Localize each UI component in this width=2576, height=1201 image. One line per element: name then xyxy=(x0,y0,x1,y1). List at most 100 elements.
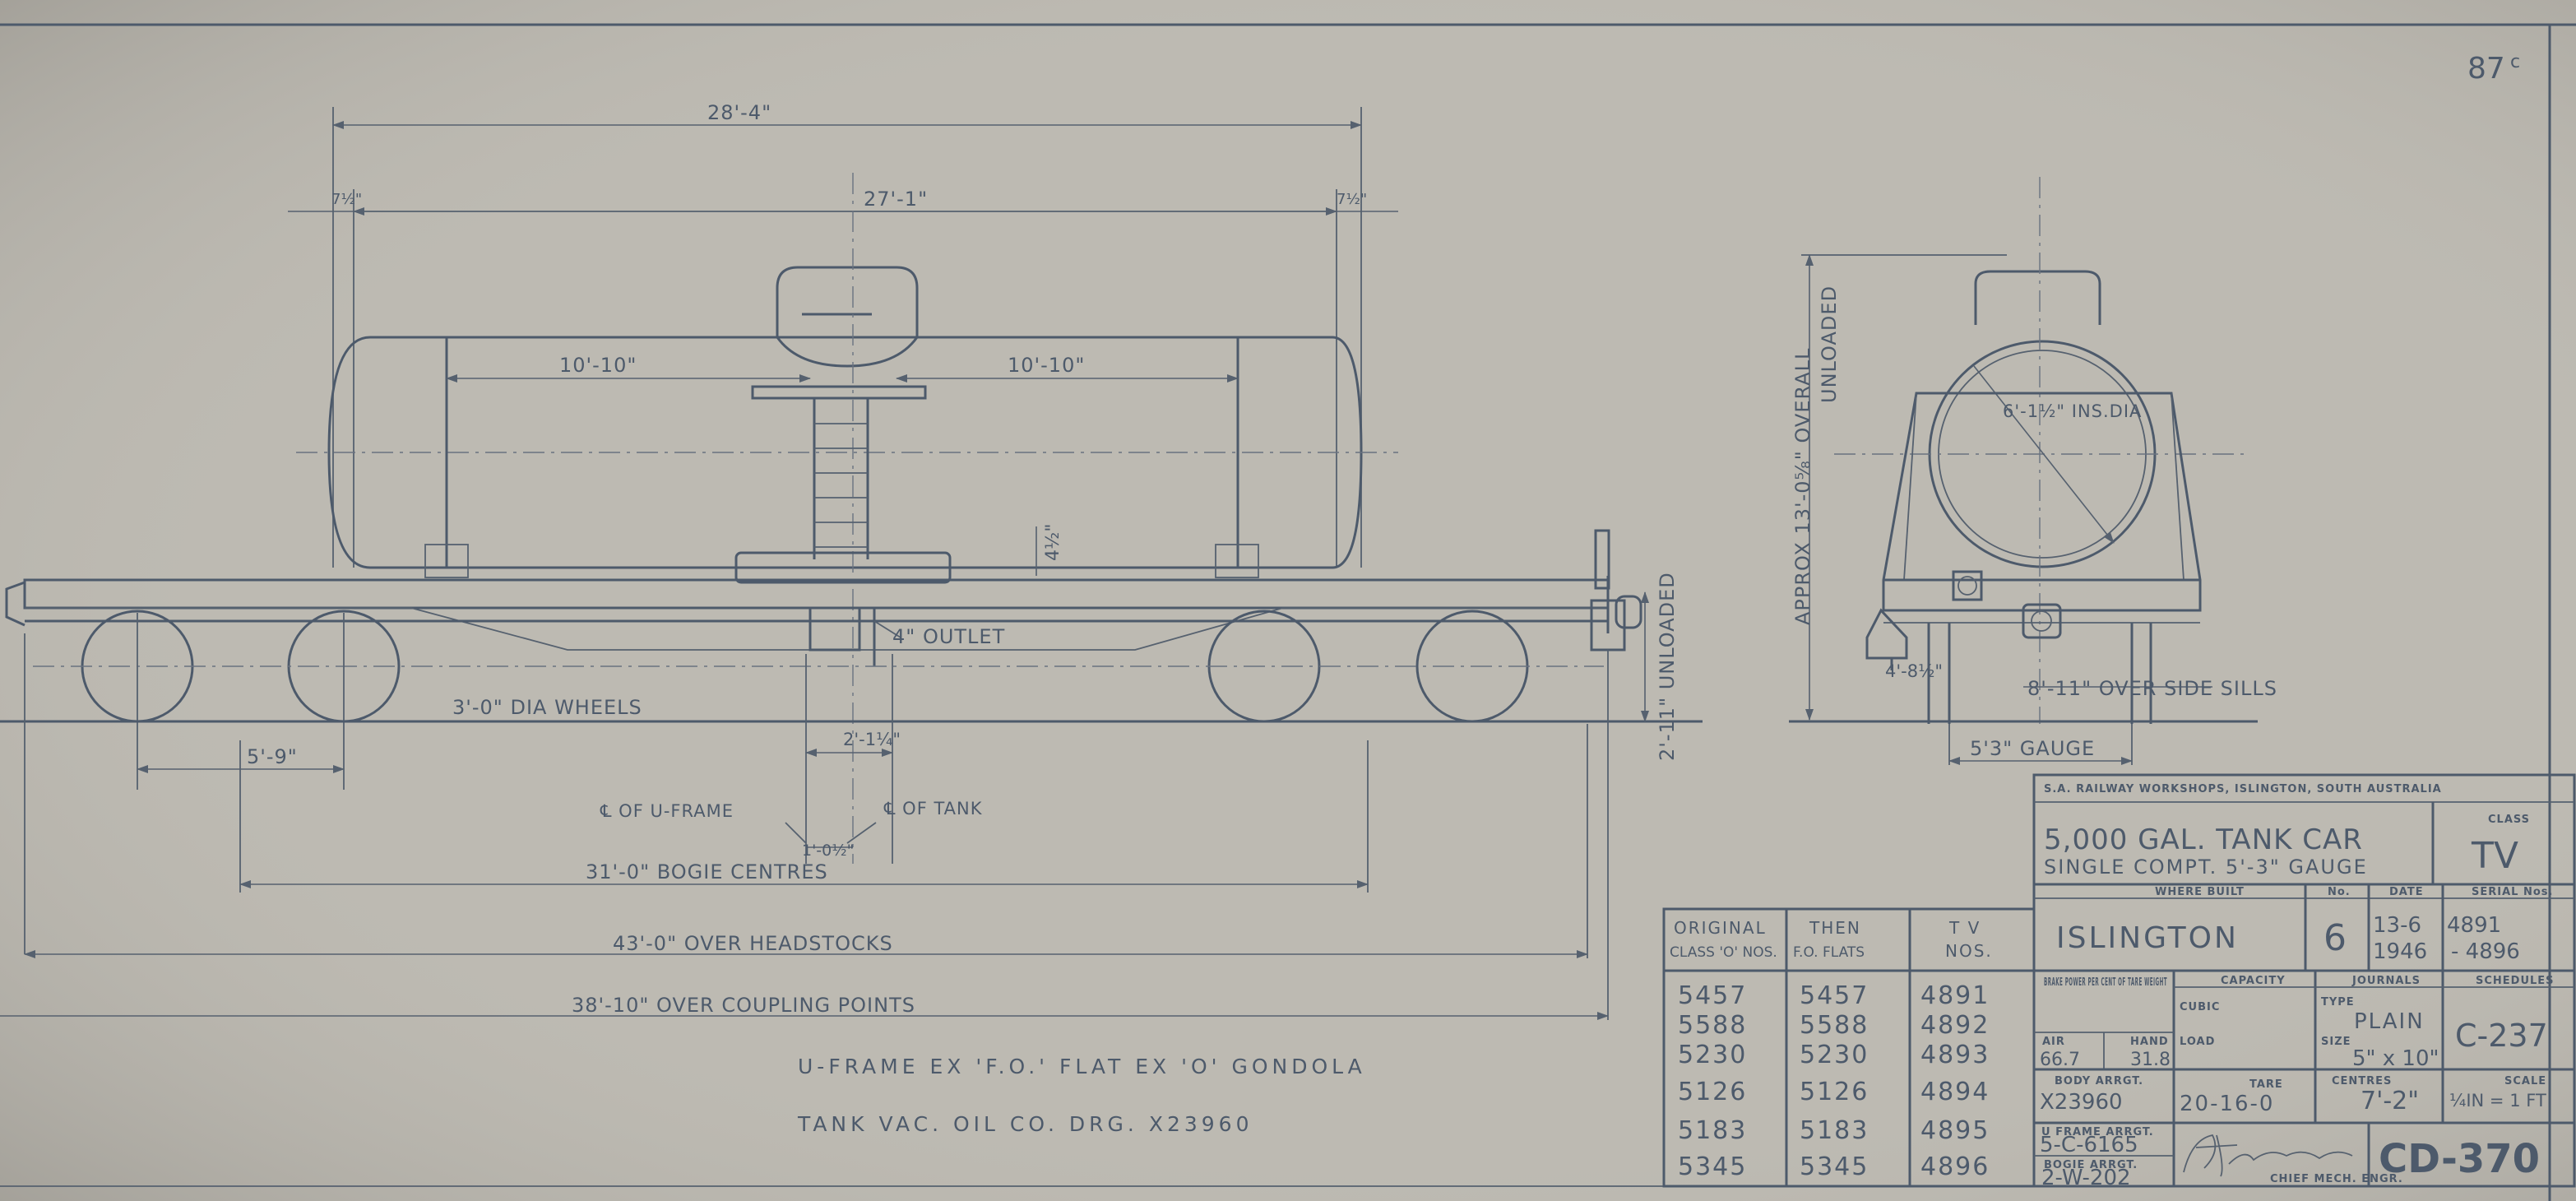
centreline-offset-label: 1'-0½" xyxy=(802,842,854,860)
cell-original: 5457 xyxy=(1678,981,1747,1010)
table-row: 5126 5126 4894 xyxy=(1678,1078,1990,1106)
uframe-arrgt-value: 5-C-6165 xyxy=(2040,1133,2138,1157)
overall-length-label: 28'-4" xyxy=(707,101,771,124)
numbers-header-original-sub: CLASS 'O' NOS. xyxy=(1670,944,1777,961)
where-built-value: ISLINGTON xyxy=(2056,921,2239,955)
wheel-diameter-label: 3'-0" DIA WHEELS xyxy=(452,696,642,719)
hand-label: HAND xyxy=(2130,1036,2169,1048)
air-label: AIR xyxy=(2042,1036,2065,1048)
tare-label: TARE xyxy=(2249,1078,2283,1091)
numbers-table: ORIGINAL CLASS 'O' NOS. THEN F.O. FLATS … xyxy=(1662,781,2036,1188)
scale-label: SCALE xyxy=(2504,1075,2546,1087)
band-spacing-left-label: 10'-10" xyxy=(559,354,637,377)
cell-then: 5230 xyxy=(1800,1041,1869,1069)
tank-barrel xyxy=(327,336,1363,569)
cubic-label: CUBIC xyxy=(2180,1001,2220,1013)
cell-tv: 4895 xyxy=(1920,1116,1990,1145)
unloaded-height-label: 2'-11" UNLOADED xyxy=(1656,572,1679,761)
numbers-header-then-sub: F.O. FLATS xyxy=(1793,944,1865,961)
cell-original: 5345 xyxy=(1678,1152,1747,1181)
hand-value: 31.8 xyxy=(2130,1050,2171,1070)
note-line-2: TANK VAC. OIL CO. DRG. X23960 xyxy=(797,1112,1253,1136)
type-label: TYPE xyxy=(2321,996,2355,1009)
step-height-label: 4'-8½" xyxy=(1885,661,1943,681)
numbers-header-original: ORIGINAL xyxy=(1674,918,1767,938)
journal-size: 5" x 10" xyxy=(2352,1046,2439,1071)
uframe-centreline-label: ℄ OF U-FRAME xyxy=(600,801,734,821)
numbers-header-tv: T V xyxy=(1948,918,1981,938)
numbers-header-then: THEN xyxy=(1809,918,1861,938)
cell-original: 5126 xyxy=(1678,1078,1747,1106)
where-built-label: WHERE BUILT xyxy=(2155,886,2245,898)
over-coupling-points-label: 38'-10" OVER COUPLING POINTS xyxy=(572,994,915,1017)
cell-original: 5230 xyxy=(1678,1041,1747,1069)
gauge-label: 5'3" GAUGE xyxy=(1970,737,2095,760)
cell-then: 5457 xyxy=(1800,981,1869,1010)
page-number: 87 xyxy=(2467,52,2505,86)
drawing-subtitle: SINGLE COMPT. 5'-3" GAUGE xyxy=(2044,856,2368,879)
side-elevation: 28'-4" 27'-1" 7½" 7½" 10'-10" 10'-10" xyxy=(0,101,1703,1020)
title-block: S.A. RAILWAY WORKSHOPS, ISLINGTON, SOUTH… xyxy=(2032,773,2576,1190)
bogie-arrgt-label: BOGIE ARRGT. xyxy=(2044,1159,2138,1171)
scale-value: ¼IN = 1 FT xyxy=(2449,1091,2546,1111)
title-block-header: S.A. RAILWAY WORKSHOPS, ISLINGTON, SOUTH… xyxy=(2044,783,2442,795)
date-label: DATE xyxy=(2389,886,2424,898)
over-headstocks-label: 43'-0" OVER HEADSTOCKS xyxy=(613,932,893,955)
class-label: CLASS xyxy=(2488,814,2530,826)
load-label: LOAD xyxy=(2180,1036,2215,1048)
journal-type: PLAIN xyxy=(2354,1009,2425,1034)
quantity-value: 6 xyxy=(2323,917,2347,959)
capacity-label: CAPACITY xyxy=(2221,975,2286,987)
table-row: 5345 5345 4896 xyxy=(1678,1152,1990,1181)
uframe-arrgt-label: U FRAME ARRGT. xyxy=(2041,1126,2154,1138)
cell-tv: 4894 xyxy=(1920,1078,1990,1106)
date-line-1: 13-6 xyxy=(2373,913,2421,938)
cell-tv: 4891 xyxy=(1920,981,1990,1010)
tank-dome xyxy=(776,266,919,368)
body-arrgt-value: X23960 xyxy=(2040,1090,2123,1115)
outlet-offset-label: 2'-1¼" xyxy=(843,730,901,749)
bogie-centres-label: 31'-0" BOGIE CENTRES xyxy=(586,860,828,883)
journals-label: JOURNALS xyxy=(2351,975,2421,987)
class-value: TV xyxy=(2471,835,2518,877)
no-label: No. xyxy=(2328,886,2351,898)
brake-power-label: BRAKE POWER PER CENT OF TARE WEIGHT xyxy=(2044,976,2167,989)
band-spacing-right-label: 10'-10" xyxy=(1008,354,1085,377)
tank-left-offset-label: 7½" xyxy=(331,191,362,208)
outlet-label: 4" OUTLET xyxy=(892,625,1005,648)
drawing-number: CD-370 xyxy=(2379,1136,2540,1182)
tare-value: 20-16-0 xyxy=(2180,1092,2274,1116)
cell-tv: 4892 xyxy=(1920,1011,1990,1040)
serial-line-1: 4891 xyxy=(2447,913,2501,938)
schedule-value: C-237 xyxy=(2455,1018,2548,1054)
bogie-arrgt-value: 2-W-202 xyxy=(2041,1166,2131,1190)
cell-tv: 4893 xyxy=(1920,1041,1990,1069)
numbers-header-tv-sub: NOS. xyxy=(1945,941,1993,961)
cell-then: 5126 xyxy=(1800,1078,1869,1106)
body-arrgt-label: BODY ARRGT. xyxy=(2055,1075,2143,1087)
schedules-label: SCHEDULES xyxy=(2476,975,2555,987)
table-row: 5183 5183 4895 xyxy=(1678,1116,1990,1145)
signature xyxy=(2183,1134,2353,1177)
cell-tv: 4896 xyxy=(1920,1152,1990,1181)
drawing-title: 5,000 GAL. TANK CAR xyxy=(2044,823,2363,856)
cell-original: 5183 xyxy=(1678,1116,1747,1145)
end-elevation: APPROX 13'-0⅝" OVERALL UNLOADED 6'-1½" I… xyxy=(1789,177,2277,765)
page-number-mark: c xyxy=(2510,52,2520,72)
dome-clearance-label: 4½" xyxy=(1043,524,1063,561)
table-row: 5230 5230 4893 xyxy=(1678,1041,1990,1069)
overall-height-note: UNLOADED xyxy=(1818,285,1841,403)
table-row: 5457 5457 4891 xyxy=(1678,981,1990,1010)
cell-then: 5588 xyxy=(1800,1011,1869,1040)
note-line-1: U-FRAME EX 'F.O.' FLAT EX 'O' GONDOLA xyxy=(798,1055,1366,1078)
size-label: SIZE xyxy=(2321,1036,2351,1048)
centres-label: CENTRES xyxy=(2332,1075,2392,1087)
signature-title: CHIEF MECH. ENGR. xyxy=(2270,1173,2403,1185)
cell-then: 5345 xyxy=(1800,1152,1869,1181)
over-side-sills-label: 8'-11" OVER SIDE SILLS xyxy=(2027,677,2277,700)
tank-length-label: 27'-1" xyxy=(864,188,928,211)
cell-then: 5183 xyxy=(1800,1116,1869,1145)
tank-centreline-label: ℄ OF TANK xyxy=(883,799,983,818)
centres-value: 7'-2" xyxy=(2361,1087,2419,1115)
